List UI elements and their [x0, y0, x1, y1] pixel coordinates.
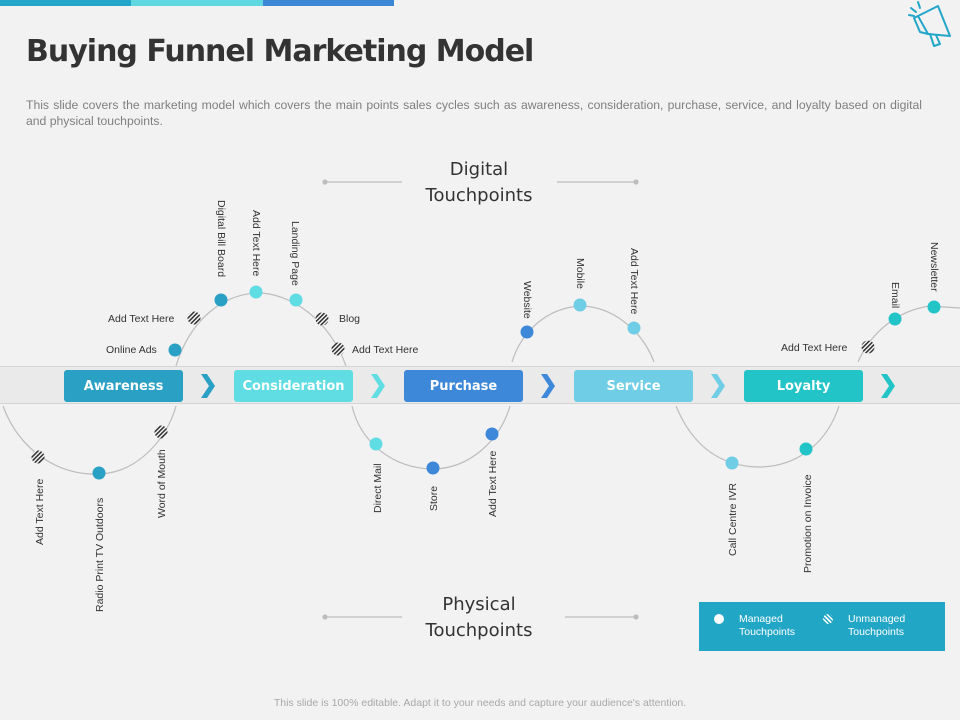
dot-online-ads: [168, 343, 182, 357]
legend-unmanaged: Unmanaged Touchpoints: [848, 613, 905, 639]
managed-dot-icon: [714, 614, 724, 624]
label-add-text-physical-2: Add Text Here: [487, 450, 499, 517]
label-mobile: Mobile: [574, 258, 586, 289]
megaphone-icon: [908, 1, 951, 47]
legend: Managed Touchpoints Unmanaged Touchpoint…: [699, 602, 945, 651]
dot-add-text-service: [627, 321, 641, 335]
hatch-add-text-consideration: [331, 342, 345, 356]
label-digital-bill-board: Digital Bill Board: [215, 200, 227, 278]
dot-promotion: [799, 442, 813, 456]
chevron-right-icon: [201, 374, 215, 398]
arc-awareness-physical: [2, 405, 177, 475]
top-accent-bar: [0, 0, 394, 6]
legend-unmanaged-line1: Unmanaged: [848, 613, 906, 625]
label-promotion: Promotion on Invoice: [802, 474, 814, 573]
physical-touchpoints-title: Physical Touchpoints: [379, 592, 579, 644]
legend-managed: Managed Touchpoints: [739, 613, 795, 639]
digital-unmanaged-dots: [187, 311, 875, 356]
dot-add-text-physical-2: [485, 427, 499, 441]
physical-dots: [31, 425, 813, 480]
legend-managed-line1: Managed: [739, 613, 783, 625]
label-newsletter: Newsletter: [928, 242, 940, 292]
dot-direct-mail: [369, 437, 383, 451]
hatch-blog: [315, 312, 329, 326]
physical-title-line2: Touchpoints: [425, 620, 533, 641]
dot-add-text-consideration: [249, 285, 263, 299]
physical-title-line1: Physical: [442, 594, 516, 615]
arc-loyalty-physical: [675, 405, 840, 468]
label-store: Store: [428, 485, 440, 511]
label-add-text-consideration: Add Text Here: [352, 344, 419, 356]
page-subtitle: This slide covers the marketing model wh…: [26, 98, 922, 128]
label-online-ads: Online Ads: [106, 344, 157, 356]
label-radio-print: Radio Print TV Outdoors: [94, 497, 106, 612]
chevron-right-icon: [881, 374, 895, 398]
unmanaged-dot-icon: [823, 614, 833, 624]
stage-loyalty: Loyalty: [744, 370, 863, 402]
label-word-of-mouth: Word of Mouth: [156, 449, 168, 518]
hatch-add-text-loyalty: [861, 340, 875, 354]
digital-title-line2: Touchpoints: [425, 185, 533, 206]
label-add-text-loyalty: Add Text Here: [781, 342, 848, 354]
dot-landing-page: [289, 293, 303, 307]
label-direct-mail: Direct Mail: [372, 463, 384, 513]
chevron-right-icon: [541, 374, 555, 398]
page-title: Buying Funnel Marketing Model: [26, 34, 534, 69]
stage-service: Service: [574, 370, 693, 402]
dot-radio-print: [92, 466, 106, 480]
legend-managed-line2: Touchpoints: [739, 626, 796, 638]
label-email: Email: [889, 282, 901, 309]
hatch-add-text-physical-1: [31, 450, 45, 464]
accent-segment-1: [0, 0, 132, 6]
dot-store: [426, 461, 440, 475]
accent-segment-2: [131, 0, 263, 6]
digital-touchpoints-title: Digital Touchpoints: [379, 157, 579, 209]
footer-note: This slide is 100% editable. Adapt it to…: [273, 697, 687, 709]
dot-digital-bill-board: [214, 293, 228, 307]
chevron-right-icon: [371, 374, 385, 398]
physical-title-lines: [322, 614, 639, 620]
label-add-text-service: Add Text Here: [628, 248, 640, 315]
label-landing-page: Landing Page: [289, 221, 301, 286]
digital-title-lines: [322, 179, 639, 185]
dot-website: [520, 325, 534, 339]
label-add-text-consideration-v: Add Text Here: [250, 210, 262, 277]
stage-awareness: Awareness: [64, 370, 183, 402]
label-blog: Blog: [339, 313, 361, 325]
dot-call-centre: [725, 456, 739, 470]
label-add-text-physical-1: Add Text Here: [34, 478, 46, 545]
label-website: Website: [521, 281, 533, 319]
arc-loyalty-digital: [857, 305, 960, 363]
digital-title-line1: Digital: [449, 159, 509, 180]
arc-consideration-digital: [175, 292, 347, 367]
label-add-text-awareness: Add Text Here: [108, 313, 175, 325]
digital-managed-dots: [168, 285, 941, 357]
label-call-centre: Call Centre IVR: [727, 483, 739, 556]
hatch-word-of-mouth: [154, 425, 168, 439]
legend-unmanaged-line2: Touchpoints: [848, 626, 905, 638]
dot-email: [888, 312, 902, 326]
stage-purchase: Purchase: [404, 370, 523, 402]
hatch-add-text-awareness: [187, 311, 201, 325]
dot-newsletter: [927, 300, 941, 314]
accent-segment-3: [262, 0, 394, 6]
stage-consideration: Consideration: [234, 370, 353, 402]
dot-mobile: [573, 298, 587, 312]
chevron-right-icon: [711, 374, 725, 398]
